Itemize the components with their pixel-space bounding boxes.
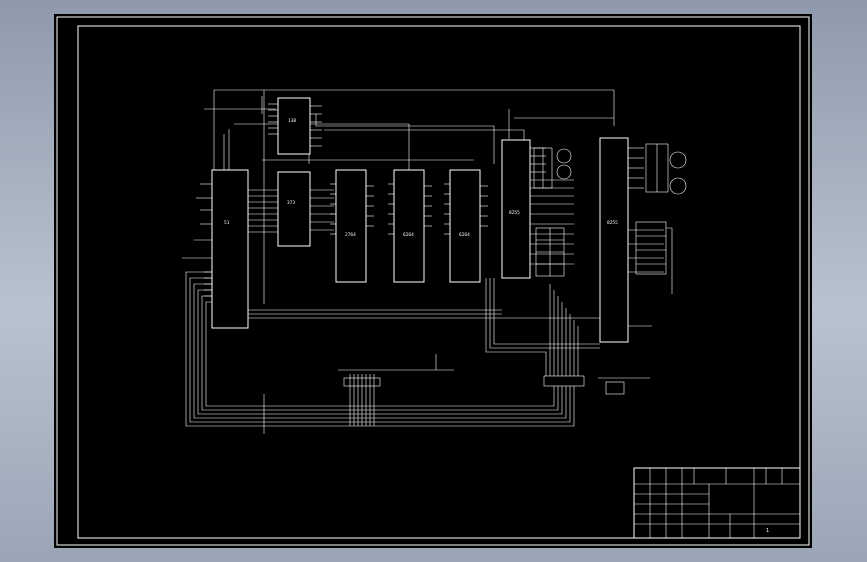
chip-label: 8255 (509, 210, 520, 216)
data-bus (185, 90, 650, 434)
chip-mem-1: 2764 (335, 169, 367, 283)
switch-array (635, 221, 673, 294)
chip-mem-3: 6264 (449, 169, 481, 283)
memory-pins (330, 183, 488, 235)
drawing-sheet: 138 51 373 (54, 14, 812, 548)
chip-decoder: 138 (268, 97, 322, 155)
resistor-network-1 (533, 147, 572, 189)
chip-label: 51 (224, 220, 230, 226)
chip-ppi-1: 8255 (501, 139, 574, 279)
inner-frame (77, 25, 801, 539)
chip-mem-2: 6264 (393, 169, 425, 283)
chip-label: 2764 (345, 232, 356, 238)
chip-ppi-2: 8255 (599, 137, 664, 343)
title-block: 1 (633, 467, 801, 539)
schematic-diagram: 138 51 373 (56, 16, 810, 546)
chip-label: 373 (287, 200, 295, 206)
resistor-network-2 (645, 143, 687, 195)
keypad-matrix (535, 227, 565, 277)
outer-border (56, 16, 810, 546)
chip-latch: 373 (248, 171, 334, 247)
tb-sheet: 1 (766, 528, 769, 534)
chip-label: 8255 (607, 220, 618, 226)
chip-label: 138 (288, 118, 296, 124)
chip-cpu: 51 (182, 169, 249, 329)
chip-label: 6264 (459, 232, 470, 238)
chip-label: 6264 (403, 232, 414, 238)
